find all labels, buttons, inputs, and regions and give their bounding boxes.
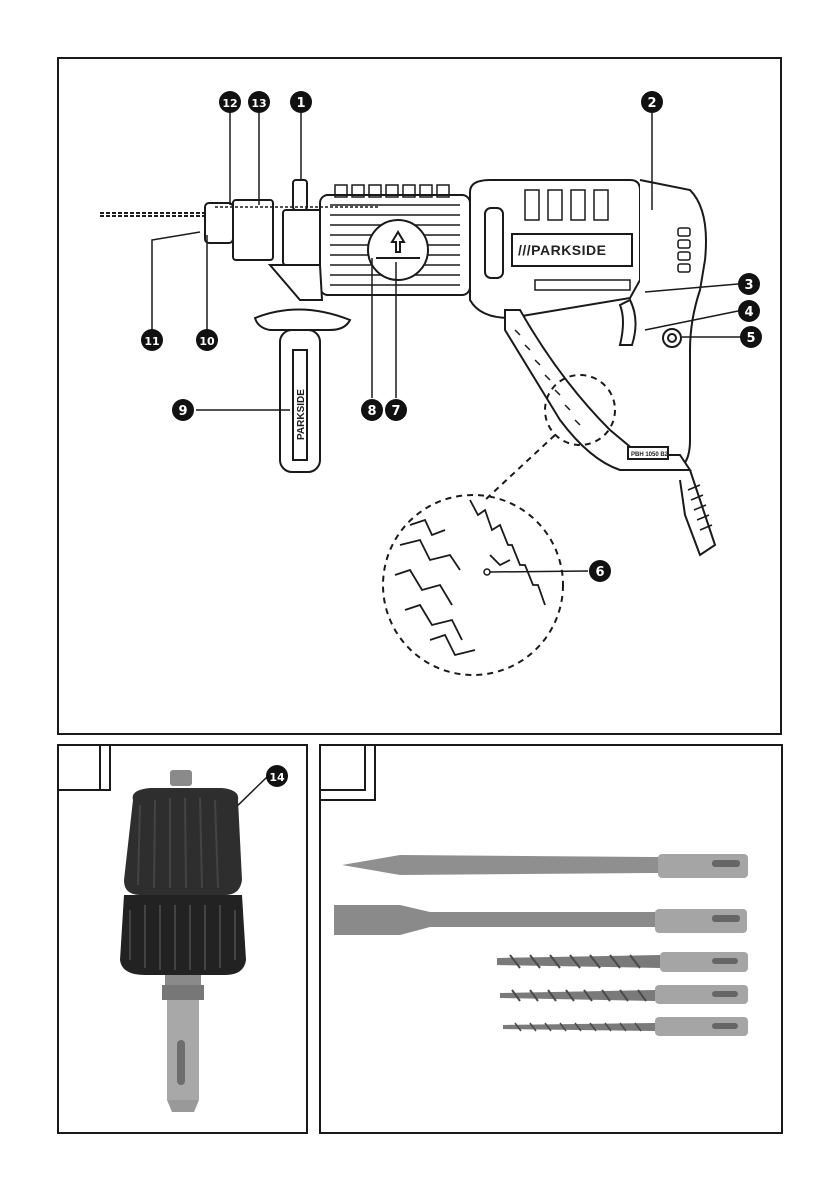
callout-10: 10 [196, 329, 218, 351]
callout-2: 2 [641, 91, 663, 113]
svg-text:7: 7 [391, 404, 400, 419]
pointed-chisel [342, 854, 748, 878]
brand-logo: ///PARKSIDE [518, 242, 606, 258]
svg-text:14: 14 [269, 771, 285, 784]
rotary-hammer-illustration [100, 180, 715, 555]
chuck-panel-corner-tab [57, 744, 110, 790]
svg-text:9: 9 [178, 404, 187, 419]
svg-text:10: 10 [199, 335, 215, 348]
svg-text:12: 12 [222, 97, 237, 110]
callout-9: 9 [172, 399, 194, 421]
callout-7: 7 [385, 399, 407, 421]
drill-bit-large [497, 952, 748, 972]
svg-text:13: 13 [251, 97, 266, 110]
svg-text:1: 1 [296, 96, 305, 111]
svg-text:6: 6 [595, 565, 604, 580]
aux-handle-collar [255, 309, 350, 330]
power-cable [680, 470, 715, 555]
callout-12: 12 [219, 91, 241, 113]
svg-text:8: 8 [367, 404, 376, 419]
callout-14: 14 [266, 765, 288, 787]
svg-text:4: 4 [744, 305, 753, 320]
acc-panel-corner-tab [319, 744, 375, 800]
callout-8: 8 [361, 399, 383, 421]
depth-stop [293, 180, 307, 210]
tool-holder [205, 203, 233, 243]
flat-chisel [334, 905, 747, 935]
callout-6: 6 [589, 560, 611, 582]
svg-text:5: 5 [746, 331, 755, 346]
locking-button [663, 329, 681, 347]
svg-text:2: 2 [647, 96, 656, 111]
callout-4: 4 [738, 300, 760, 322]
callout-1: 1 [290, 91, 312, 113]
keyless-chuck-illustration [120, 770, 246, 1112]
svg-text:3: 3 [744, 278, 753, 293]
drill-bit-medium [500, 985, 748, 1004]
callout-5: 5 [740, 326, 762, 348]
dust-cover-lamellas [395, 500, 545, 655]
handle-brand-label: PARKSIDE [296, 389, 307, 440]
drill-bit-small [503, 1017, 748, 1036]
model-label: PBH 1050 B2 [631, 452, 669, 458]
on-off-switch [620, 300, 636, 345]
callout-11: 11 [141, 329, 163, 351]
callout-3: 3 [738, 273, 760, 295]
svg-text:11: 11 [144, 335, 159, 348]
accessories-illustration [334, 854, 748, 1036]
callout-13: 13 [248, 91, 270, 113]
